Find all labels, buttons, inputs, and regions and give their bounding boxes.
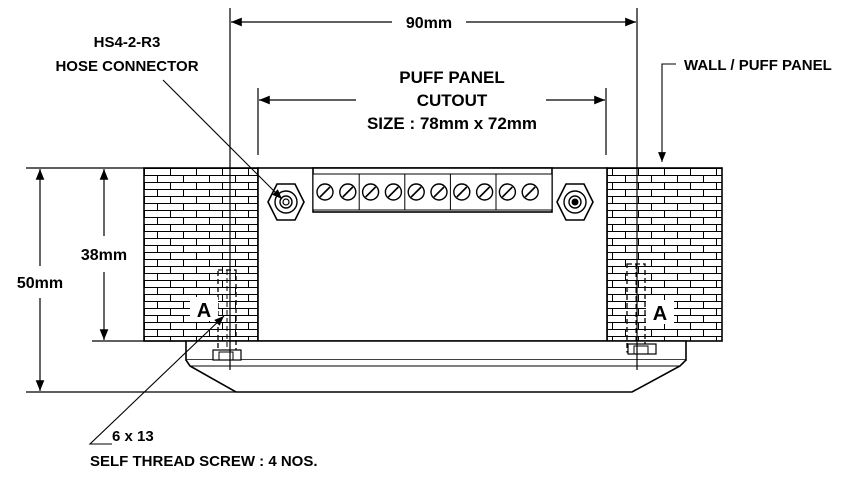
terminal-screw <box>384 183 403 201</box>
section-marker-left: A <box>190 297 218 322</box>
flange <box>185 340 687 393</box>
screw-callout-line2: SELF THREAD SCREW : 4 NOS. <box>90 453 318 470</box>
terminal-screw <box>407 183 425 201</box>
screw-right <box>626 263 657 355</box>
screw-callout-line1: 6 x 13 <box>112 428 154 445</box>
cutout-size-text: SIZE : 78mm x 72mm <box>367 114 537 133</box>
hose-callout-line2: HOSE CONNECTOR <box>55 58 198 75</box>
cutout-title-line1: PUFF PANEL <box>399 68 504 87</box>
terminal-screw <box>361 183 380 201</box>
section-marker-right-text: A <box>653 303 667 325</box>
hose-connector-right <box>556 183 594 221</box>
callout-screw: 6 x 13 SELF THREAD SCREW : 4 NOS. <box>88 315 318 470</box>
terminal-screw <box>316 183 334 201</box>
section-marker-right: A <box>646 300 674 325</box>
dimension-cutout: PUFF PANEL CUTOUT SIZE : 78mm x 72mm <box>257 68 607 155</box>
cutout-title-line2: CUTOUT <box>417 91 488 110</box>
screw-left <box>212 269 242 361</box>
terminal-screw <box>521 183 539 201</box>
callout-wall: WALL / PUFF PANEL <box>658 57 832 162</box>
wall-callout-text: WALL / PUFF PANEL <box>684 57 832 74</box>
terminal-block <box>312 167 553 213</box>
hose-callout-line1: HS4-2-R3 <box>94 34 161 51</box>
dimension-50mm-text: 50mm <box>17 275 63 292</box>
terminal-screw <box>498 183 517 201</box>
terminal-screw <box>453 183 471 201</box>
dimension-38mm-text: 38mm <box>81 247 127 264</box>
terminal-screw <box>339 183 357 201</box>
terminal-screw <box>475 183 494 201</box>
dimension-90mm: 90mm <box>229 8 638 370</box>
section-marker-left-text: A <box>197 300 211 322</box>
dimension-38mm: 38mm <box>81 167 186 342</box>
dimension-90mm-text: 90mm <box>406 15 452 32</box>
terminal-screw <box>430 183 448 201</box>
callout-hose-connector: HS4-2-R3 HOSE CONNECTOR <box>55 34 283 200</box>
dimension-50mm: 50mm <box>17 167 236 393</box>
